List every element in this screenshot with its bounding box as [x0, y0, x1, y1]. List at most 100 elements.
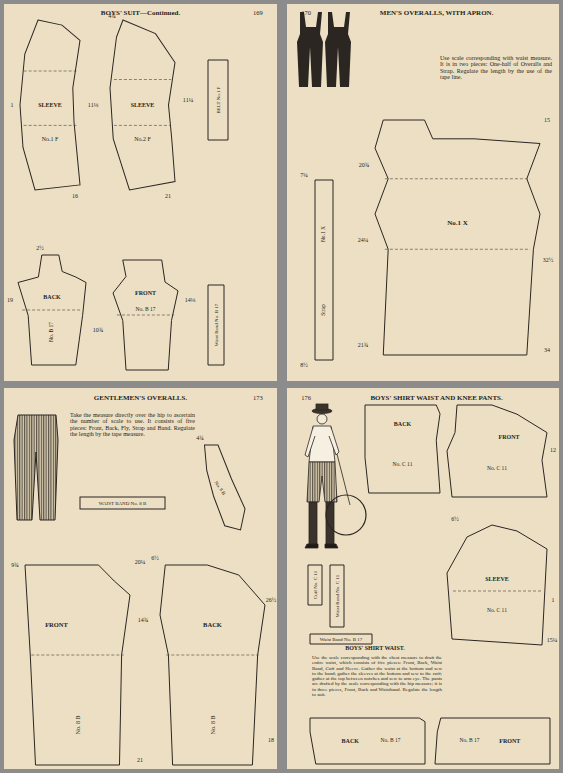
dimension-mark: 4¾: [108, 13, 116, 19]
piece-edge: [310, 634, 372, 644]
trousers-illustration: [14, 415, 58, 520]
pattern-page: BOYS' SHIRT WAIST AND KNEE PANTS. 176BACK…: [287, 388, 559, 769]
piece-label: Waist Band No. B 17: [320, 637, 363, 642]
dimension-mark: 20¼: [135, 559, 146, 565]
piece-edge: [205, 445, 246, 530]
piece-outline: [113, 260, 178, 370]
dimension-mark: 21: [165, 193, 171, 199]
piece-label: BACK: [342, 738, 359, 744]
piece-outline: [375, 120, 540, 355]
dimension-mark: 19: [7, 297, 13, 303]
piece-label: No.2 F: [134, 136, 151, 142]
piece-edge: [447, 405, 547, 497]
piece-label: WAIST BAND No. 8 B: [99, 501, 147, 506]
piece-outline: [435, 718, 550, 764]
pattern-piece: No.1 XStrap: [315, 180, 333, 360]
guide-line: [22, 310, 82, 311]
piece-edge: [18, 255, 86, 365]
dimension-mark: 11¼: [183, 97, 193, 103]
page-sheet: [4, 4, 277, 381]
piece-label: BACK: [203, 622, 222, 629]
guide-line: [166, 655, 258, 656]
pattern-piece: FRONTNo. B 17: [435, 718, 550, 764]
guide-line: [24, 71, 77, 72]
piece-label: FRONT: [499, 434, 520, 440]
instruction-text: Use scale corresponding with waist measu…: [440, 55, 552, 80]
piece-label: Waist Band No. B 17: [214, 304, 219, 347]
pattern-page: GENTLEMEN'S OVERALLS.173WAIST BAND No. 8…: [4, 388, 277, 769]
pattern-piece: WAIST BAND No. 8 B: [80, 497, 165, 509]
pattern-piece: BACK No. B 17: [310, 718, 425, 764]
pattern-piece: BACKNo. 8 B: [160, 565, 265, 765]
piece-outline: [18, 255, 86, 365]
pattern-page: BOYS' SUIT—Continued.169SLEEVENo.1 FSLEE…: [4, 4, 277, 381]
piece-label: No. C 11: [487, 467, 507, 473]
piece-edge: [447, 525, 547, 645]
dimension-mark: 14¾: [138, 617, 149, 623]
piece-edge: [315, 180, 333, 360]
piece-edge: [208, 285, 224, 365]
piece-label: SLEEVE: [485, 576, 509, 582]
page-heading: BOYS' SHIRT WAIST AND KNEE PANTS.: [370, 394, 502, 401]
dimension-mark: 8½: [300, 362, 308, 368]
piece-label: No. C 11: [393, 462, 413, 468]
instruction-text: Take the measure directly over the hip t…: [70, 412, 195, 437]
page-sheet: [287, 388, 559, 769]
dimension-mark: 11⅛: [88, 102, 98, 108]
piece-label: No. 8 B: [75, 716, 81, 735]
dimension-mark: 14⅛: [185, 297, 196, 303]
piece-label: No.1 X: [321, 226, 327, 242]
piece-edge: [25, 565, 130, 765]
piece-label: No. B 17: [49, 322, 55, 342]
boy-illustration: [305, 404, 366, 548]
pattern-piece: BACKNo. B 17: [18, 255, 86, 365]
guide-line: [385, 249, 530, 250]
guide-line: [453, 591, 541, 592]
pattern-piece: FRONT No. 8 B: [25, 565, 130, 765]
piece-label: Waist Band No. C 11: [335, 575, 340, 617]
dimension-mark: 21: [137, 757, 143, 763]
page-number: 176: [301, 394, 311, 401]
page-sheet: [4, 388, 277, 769]
piece-outline: [160, 565, 265, 765]
dimension-mark: 2½: [36, 245, 44, 251]
pattern-piece: Waist Band No. B 17: [310, 634, 372, 644]
piece-label: FRONT: [45, 622, 68, 629]
piece-label: BACK: [394, 421, 411, 427]
dimension-mark: 15: [544, 117, 550, 123]
piece-label: No. B 17: [380, 738, 400, 744]
page-number: 169: [253, 10, 263, 17]
dimension-mark: 26½: [266, 597, 277, 603]
dimension-mark: 9¾: [11, 562, 19, 568]
pattern-piece: FRONTNo. B 17: [113, 260, 178, 370]
piece-label: SLEEVE: [38, 102, 62, 108]
piece-edge: [110, 20, 175, 190]
dimension-mark: 24¼: [358, 237, 369, 243]
dimension-mark: 34: [544, 347, 550, 353]
piece-edge: [113, 260, 178, 370]
dimension-mark: 4¾: [196, 435, 204, 441]
piece-edge: [375, 120, 540, 355]
pattern-piece: FRONT No. C 11: [447, 405, 547, 497]
dimension-mark: 32½: [543, 257, 554, 263]
piece-outline: [310, 718, 425, 764]
page-heading: MEN'S OVERALLS, WITH APRON.: [380, 10, 494, 17]
dimension-mark: 20¾: [359, 162, 370, 168]
page-number: 170: [301, 10, 311, 17]
dimension-mark: 6½: [451, 516, 459, 522]
piece-edge: [365, 405, 440, 493]
piece-edge: [310, 718, 425, 764]
piece-outline: [25, 565, 130, 765]
pattern-piece: BELT No.1 F: [208, 60, 228, 140]
dimension-mark: 1: [11, 102, 14, 108]
piece-outline: [447, 405, 547, 497]
dimension-mark: 7¼: [300, 172, 308, 178]
dimension-mark: 6½: [151, 555, 159, 561]
pattern-piece: SLEEVENo.1 F: [20, 20, 80, 190]
dimension-mark: 18: [268, 737, 274, 743]
piece-label: No.1 X: [447, 220, 468, 227]
page-sheet: [287, 4, 559, 381]
pattern-piece: No.1 X: [375, 120, 540, 355]
dimension-mark: 15¼: [547, 637, 558, 643]
